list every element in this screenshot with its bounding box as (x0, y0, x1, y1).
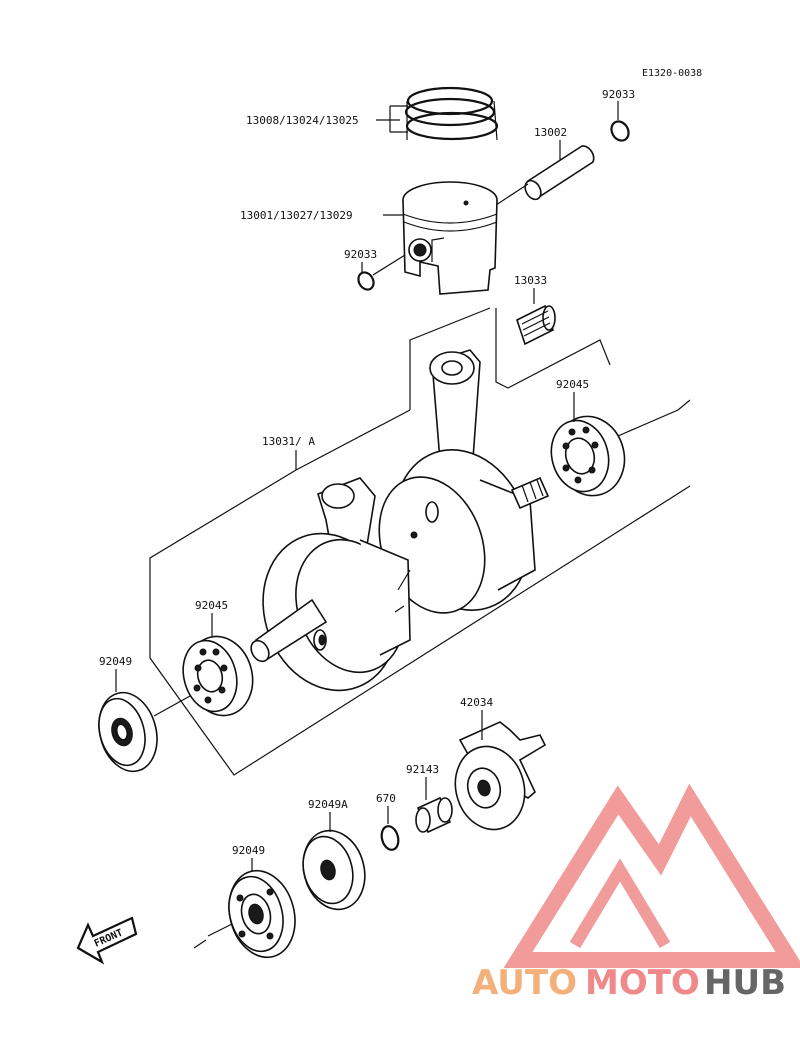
label-oil-seal-lower: 92049 (232, 844, 265, 857)
diagram-code: E1320-0038 (642, 68, 702, 79)
watermark-auto: AUTO (472, 963, 577, 1003)
label-piston: 13001/13027/13029 (240, 209, 353, 222)
label-bearing-right: 92045 (556, 378, 589, 391)
watermark-hub: HUB (704, 963, 786, 1003)
label-clip-top: 92033 (602, 88, 635, 101)
leader-piston-rings (376, 105, 408, 133)
oil-seal-upper (98, 691, 158, 773)
impeller (454, 721, 547, 831)
label-impeller: 42034 (460, 696, 493, 709)
label-washer: 92049A (308, 798, 348, 811)
bearing-right (550, 415, 626, 497)
label-piston-pin: 13002 (534, 126, 567, 139)
front-arrow-icon (76, 916, 138, 965)
label-oil-seal-upper: 92049 (99, 655, 132, 668)
oil-seal-lower (228, 869, 296, 959)
label-piston-rings: 13008/13024/13025 (246, 114, 359, 127)
piston-pin (524, 145, 595, 201)
piston (402, 181, 498, 295)
label-needle-bearing: 13033 (514, 274, 547, 287)
watermark-moto: MOTO (585, 963, 700, 1003)
needle-bearing (516, 304, 556, 346)
label-bearing-left: 92045 (195, 599, 228, 612)
piston-rings (404, 86, 499, 141)
crankshaft (250, 349, 550, 692)
bearing-left (182, 635, 254, 717)
label-o-ring: 670 (376, 792, 396, 805)
washer (302, 829, 366, 911)
piston-pin-clip-left (357, 271, 375, 291)
collar (415, 796, 453, 834)
o-ring (380, 825, 400, 851)
piston-pin-clip-top (610, 120, 630, 142)
label-clip-left: 92033 (344, 248, 377, 261)
bracket-crankshaft (149, 307, 691, 776)
watermark-logo (503, 783, 800, 968)
label-crankshaft: 13031/ A (262, 435, 315, 448)
label-collar: 92143 (406, 763, 439, 776)
